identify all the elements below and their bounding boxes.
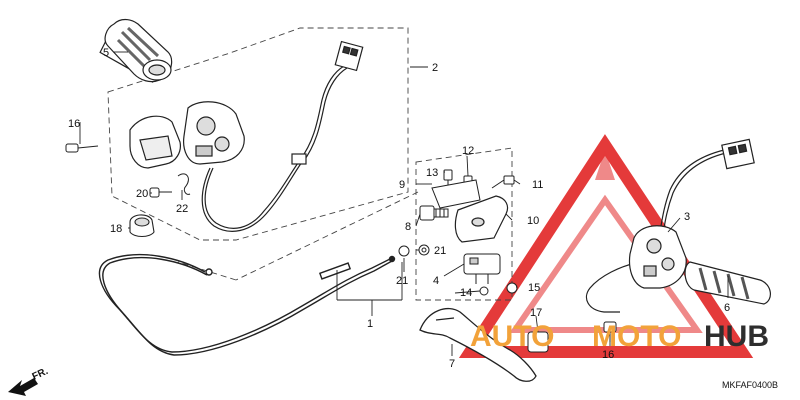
left-switch-housing[interactable] [129, 101, 245, 169]
clutch-lever[interactable] [419, 307, 537, 382]
watermark-auto: AUTO [470, 320, 554, 353]
callout-4: 4 [433, 275, 439, 287]
lever-bracket-10[interactable] [454, 195, 509, 243]
pivot-bolt-8[interactable] [419, 205, 449, 221]
callout-11: 11 [532, 179, 543, 191]
callout-8: 8 [405, 221, 411, 233]
callout-16-left: 16 [68, 118, 80, 130]
callout-13: 13 [426, 167, 438, 179]
callout-17: 17 [530, 307, 542, 319]
screw-14[interactable] [479, 286, 489, 296]
callout-16-right: 16 [602, 349, 614, 361]
callout-15: 15 [528, 282, 540, 294]
nut-21-upper[interactable] [418, 244, 430, 256]
bolt-16-left[interactable] [65, 143, 99, 153]
screw-20[interactable] [149, 187, 172, 198]
left-grip[interactable] [98, 18, 173, 83]
left-switch-harness[interactable] [201, 40, 364, 232]
front-direction-arrow: FR. [8, 366, 50, 396]
front-direction-label: FR. [31, 366, 50, 383]
right-switch-housing[interactable] [628, 225, 687, 289]
nut-21-lower[interactable] [398, 245, 410, 257]
callout-18: 18 [110, 223, 122, 235]
watermark-hub: HUB [704, 320, 769, 353]
callout-labels: 5 2 16 20 22 18 9 8 21 21 4 14 13 12 11 … [68, 47, 730, 370]
callout-1-label-5: 5 [103, 47, 109, 59]
clutch-switch-4[interactable] [463, 253, 501, 284]
clutch-cable[interactable] [98, 254, 396, 356]
nut-15[interactable] [506, 282, 518, 294]
callout-21-upper: 21 [434, 245, 446, 257]
clamp-22[interactable] [177, 173, 191, 195]
callout-22: 22 [176, 203, 188, 215]
callout-21-lower: 21 [396, 275, 408, 287]
callout-2: 2 [432, 62, 438, 74]
bolt-16-right[interactable] [603, 321, 617, 342]
bolt-11[interactable] [491, 175, 515, 189]
plate-9[interactable] [431, 179, 481, 209]
callout-14: 14 [460, 287, 472, 299]
callout-1: 1 [367, 318, 373, 330]
holder-18[interactable] [129, 214, 155, 238]
leader-lines [79, 51, 729, 356]
callout-9: 9 [399, 179, 405, 191]
diagram-code: MKFAF0400B [722, 380, 778, 390]
callout-3: 3 [684, 211, 690, 223]
callout-20: 20 [136, 188, 148, 200]
callout-12: 12 [462, 145, 474, 157]
watermark-text: AUTO MOTO HUB [470, 320, 769, 353]
callout-7: 7 [449, 358, 455, 370]
right-switch-harness[interactable] [585, 138, 755, 313]
callout-10: 10 [527, 215, 539, 227]
callout-6: 6 [724, 302, 730, 314]
watermark-moto: MOTO [592, 320, 681, 353]
